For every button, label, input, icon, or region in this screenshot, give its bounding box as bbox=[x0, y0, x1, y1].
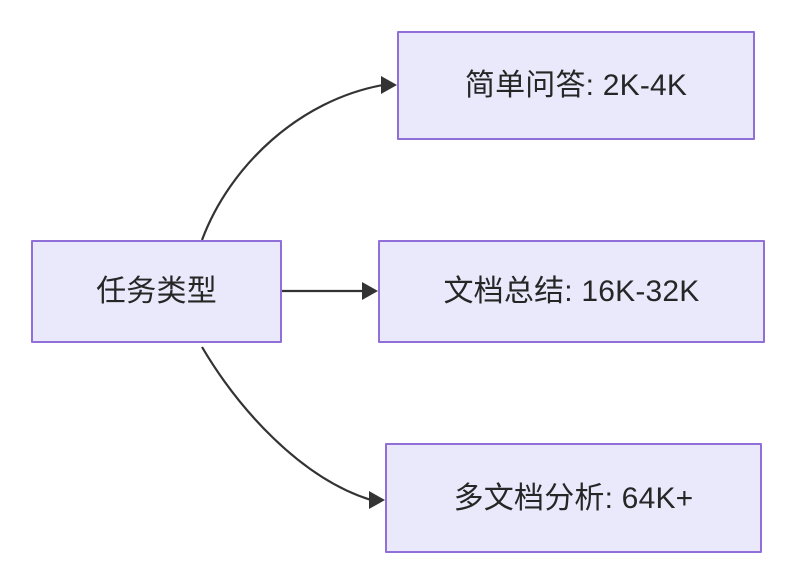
edge-root-simple-path bbox=[200, 83, 384, 241]
edge-root-simple-arrowhead bbox=[381, 76, 397, 94]
node-task-type-label: 任务类型 bbox=[96, 275, 217, 308]
edge-root-multi-path bbox=[201, 346, 372, 502]
node-multi-document-analysis-label: 多文档分析: 64K+ bbox=[453, 481, 694, 515]
node-document-summary-label: 文档总结: 16K-32K bbox=[443, 275, 700, 308]
node-simple-qa[interactable]: 简单问答: 2K-4K bbox=[397, 31, 755, 140]
node-multi-document-analysis[interactable]: 多文档分析: 64K+ bbox=[385, 443, 762, 553]
edge-root-doc-arrowhead bbox=[362, 282, 378, 300]
edge-root-multi-arrowhead bbox=[369, 491, 385, 509]
edge-root-multi bbox=[201, 346, 385, 509]
node-task-type[interactable]: 任务类型 bbox=[31, 240, 282, 343]
edge-root-doc bbox=[282, 282, 378, 300]
node-simple-qa-label: 简单问答: 2K-4K bbox=[464, 69, 688, 102]
node-document-summary[interactable]: 文档总结: 16K-32K bbox=[378, 240, 765, 343]
edge-root-simple bbox=[200, 76, 397, 241]
